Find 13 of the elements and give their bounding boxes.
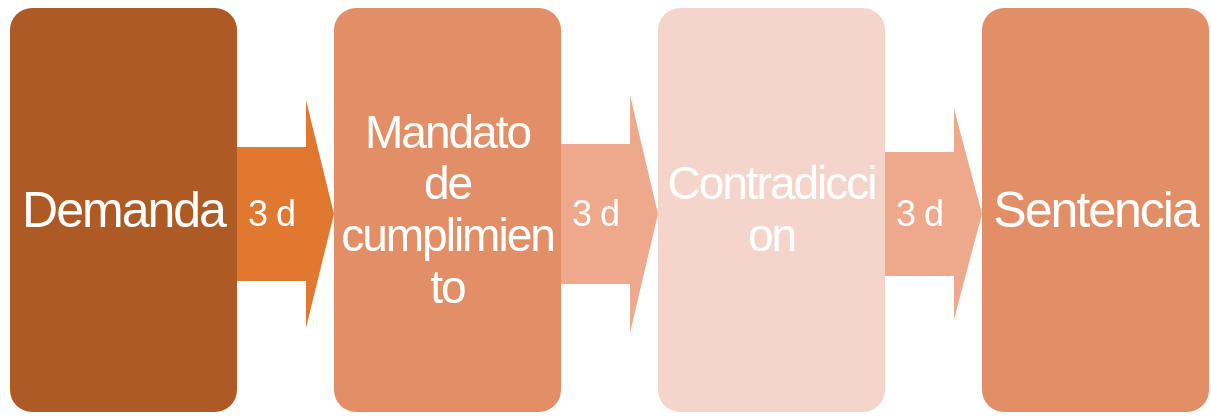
process-box: [982, 8, 1209, 412]
block-arrow: [561, 95, 658, 333]
block-arrow: [885, 108, 982, 320]
box-label: Mandato de cumplimiento: [340, 106, 555, 314]
box-label: Demanda: [22, 182, 225, 238]
process-box: [658, 8, 885, 412]
edge-label: 3 d: [572, 193, 619, 235]
edge-label: 3 d: [248, 193, 295, 235]
process-box: [10, 8, 237, 412]
process-box: [334, 8, 561, 412]
edge-label: 3 d: [896, 193, 943, 235]
block-arrow: [237, 100, 334, 328]
box-label: Sentencia: [993, 182, 1198, 238]
